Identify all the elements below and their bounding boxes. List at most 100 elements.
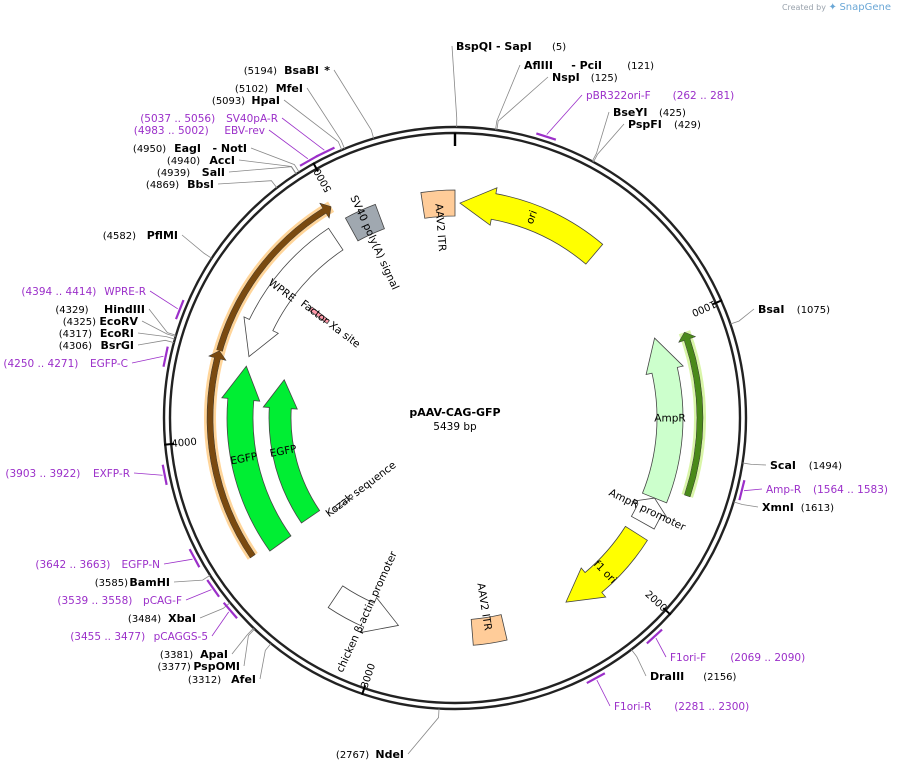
- tick-mark: [312, 162, 319, 172]
- enzyme-site-ndei[interactable]: NdeI(2767): [336, 748, 404, 761]
- feature-ampr-promoter[interactable]: [630, 497, 668, 530]
- primer-range: (3903 .. 3922): [5, 468, 80, 480]
- enzyme-position: (1613): [801, 503, 834, 514]
- leader-lines: [137, 45, 767, 755]
- enzyme-leader: [451, 45, 458, 128]
- enzyme-position: (4325): [63, 317, 96, 328]
- feature-ori[interactable]: [459, 187, 604, 265]
- primer-name: F1ori-F: [670, 652, 706, 664]
- feature-itr1[interactable]: [420, 189, 456, 219]
- enzyme-site-pspomi[interactable]: PspOMI(3377): [158, 660, 240, 673]
- enzyme-name: DraIII: [650, 670, 684, 683]
- feature-factor-xa-site[interactable]: [308, 306, 330, 325]
- primer-egfp-n[interactable]: EGFP-N(3642 .. 3663): [35, 559, 160, 571]
- feature-wpre[interactable]: [243, 227, 344, 358]
- enzyme-site-bspqi[interactable]: BspQI- SapI(5): [456, 40, 566, 53]
- enzyme-site-draiii[interactable]: DraIII(2156): [650, 670, 737, 683]
- orf-arrow[interactable]: [206, 350, 256, 559]
- enzyme-site-pspfi[interactable]: PspFI(429): [628, 118, 701, 131]
- feature-ori-label: ori: [524, 209, 540, 226]
- primer-pbr322ori-f[interactable]: pBR322ori-F(262 .. 281): [586, 90, 734, 102]
- enzyme-site-sali[interactable]: SalI(4939): [157, 166, 225, 179]
- enzyme-site-ecori[interactable]: EcoRI(4317): [59, 327, 134, 340]
- enzyme-position: (425): [659, 108, 686, 119]
- primer-f1ori-r[interactable]: F1ori-R(2281 .. 2300): [614, 701, 749, 713]
- enzyme-position: (4939): [157, 168, 190, 179]
- enzyme-site-acci[interactable]: AccI (4940): [167, 154, 235, 167]
- enzyme-name: AfeI: [231, 673, 256, 686]
- enzyme-site-hpai[interactable]: HpaI(5093): [212, 94, 280, 107]
- enzyme-name: PspOMI: [193, 660, 240, 673]
- orf-arrow[interactable]: [678, 331, 704, 498]
- enzyme-name: ScaI: [770, 459, 796, 472]
- feature-kozak-sequence[interactable]: [332, 493, 354, 511]
- enzyme-name: MfeI: [276, 82, 303, 95]
- primer-site-mark: [222, 601, 238, 619]
- enzyme-site-hindiii[interactable]: HindIII(4329): [55, 303, 145, 316]
- enzyme-isoschizomer: *: [324, 64, 330, 77]
- enzyme-site-ecorv[interactable]: EcoRV(4325): [63, 315, 139, 328]
- enzyme-position: (3312): [188, 675, 221, 686]
- primer-egfp-c[interactable]: EGFP-C(4250 .. 4271): [3, 358, 128, 370]
- enzyme-site-xbai[interactable]: XbaI(3484): [128, 612, 196, 625]
- feature-sv40-poly-a-signal[interactable]: [344, 203, 385, 242]
- tick-label-5000: 5000: [312, 166, 334, 194]
- orf-arrow[interactable]: [214, 202, 332, 358]
- enzyme-site-bbsi[interactable]: BbsI(4869): [146, 178, 214, 191]
- feature-ampr-label: AmpR: [654, 413, 685, 425]
- enzyme-name: XbaI: [168, 612, 196, 625]
- enzyme-name: AccI: [209, 154, 235, 167]
- enzyme-site-bsai[interactable]: BsaI(1075): [758, 303, 830, 316]
- primer-name: SV40pA-R: [226, 113, 278, 125]
- enzyme-site-scai[interactable]: ScaI(1494): [770, 459, 842, 472]
- enzyme-site-pflmi[interactable]: PflMI(4582): [103, 229, 178, 242]
- primer-ebv-rev[interactable]: EBV-rev(4983 .. 5002): [134, 125, 265, 137]
- primer-range: (4394 .. 4414): [21, 286, 96, 298]
- enzyme-name: AflIII: [524, 59, 553, 72]
- primer-site-mark: [586, 672, 606, 685]
- enzyme-name: BbsI: [187, 178, 214, 191]
- enzyme-leader: [243, 628, 255, 667]
- enzyme-leader: [495, 64, 521, 130]
- primer-exfp-r[interactable]: EXFP-R(3903 .. 3922): [5, 468, 130, 480]
- tick-label-1000: 1000: [690, 298, 718, 318]
- enzyme-site-afliii[interactable]: AflIII- PciI(121): [524, 59, 654, 72]
- primer-leader: [185, 589, 212, 601]
- enzyme-site-bseyi[interactable]: BseYI(425): [613, 106, 686, 119]
- enzyme-name: BsaBI: [284, 64, 319, 77]
- enzyme-leader: [250, 147, 300, 173]
- enzyme-leader: [141, 320, 176, 337]
- primer-pcaggs-5[interactable]: pCAGGS-5(3455 .. 3477): [70, 631, 208, 643]
- primer-pcag-f[interactable]: pCAG-F(3539 .. 3558): [57, 595, 182, 607]
- primer-sv40pa-r[interactable]: SV40pA-R(5037 .. 5056): [140, 113, 278, 125]
- tick-label-3000: 3000: [360, 662, 379, 690]
- enzyme-leader: [199, 602, 231, 619]
- primer-wpre-r[interactable]: WPRE-R(4394 .. 4414): [21, 286, 146, 298]
- primer-f1ori-f[interactable]: F1ori-F(2069 .. 2090): [670, 652, 805, 664]
- feature-itr2[interactable]: [470, 614, 508, 646]
- backbone-circle: [162, 125, 748, 711]
- enzyme-site-bamhi[interactable]: BamHI(3585): [95, 576, 170, 589]
- enzyme-site-bsrgi[interactable]: BsrGI(4306): [59, 339, 134, 352]
- tick-mark: [361, 685, 367, 696]
- enzyme-site-nspi[interactable]: NspI(125): [552, 71, 618, 84]
- enzyme-site-apai[interactable]: ApaI(3381): [160, 648, 228, 661]
- plasmid-size: 5439 bp: [433, 421, 477, 433]
- enzyme-site-bsabi[interactable]: *BsaBI(5194): [244, 64, 331, 77]
- snapgene-brand: Created by ✦ SnapGene: [782, 2, 891, 13]
- enzyme-site-mfei[interactable]: MfeI(5102): [235, 82, 303, 95]
- primer-range: (3539 .. 3558): [57, 595, 132, 607]
- enzyme-site-xmni[interactable]: XmnI(1613): [762, 501, 834, 514]
- feature-f1-ori[interactable]: [565, 525, 648, 603]
- feature-egfp-inner[interactable]: [262, 378, 321, 524]
- primer-amp-r[interactable]: Amp-R(1564 .. 1583): [766, 484, 888, 496]
- feature-chicken-actin-promoter[interactable]: [327, 585, 400, 633]
- enzyme-leader: [259, 643, 272, 680]
- enzyme-site-afei[interactable]: AfeI (3312): [188, 673, 256, 686]
- feature-egfp-outer[interactable]: [221, 365, 292, 552]
- tick-mark: [712, 299, 723, 306]
- snapgene-logo-icon: ✦: [828, 2, 837, 13]
- enzyme-position: (4940): [167, 156, 200, 167]
